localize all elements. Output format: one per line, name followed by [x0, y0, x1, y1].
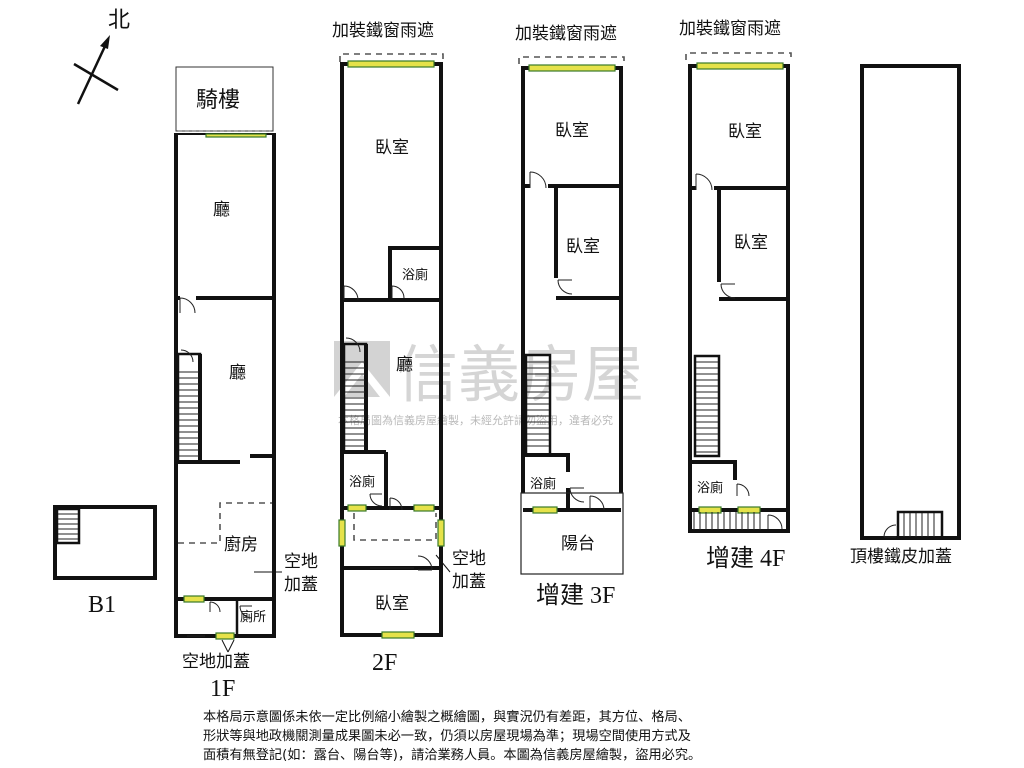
2f-bath-upper-walls — [388, 246, 441, 298]
3f-bath-walls — [523, 453, 570, 472]
4f-bath-door-icon — [736, 483, 750, 497]
4f-rear-stair-icon — [693, 512, 761, 530]
1f-toilet-label: 廁所 — [240, 609, 266, 625]
3f-balcony-door-icon — [589, 495, 605, 511]
b1-outline — [53, 505, 157, 580]
2f-front-window — [347, 60, 435, 68]
2f-hall-label: 廳 — [396, 355, 413, 375]
4f-rear-window-left — [698, 506, 722, 514]
2f-stair-door-icon — [345, 337, 361, 353]
4f-rear-door-icon — [767, 514, 783, 530]
roof-stair-frame — [896, 510, 944, 540]
4f-rear-window-right — [737, 506, 761, 514]
1f-arcade-label: 騎樓 — [196, 88, 240, 113]
3f-stair-icon — [527, 361, 549, 447]
1f-hall-mid-label: 廳 — [229, 363, 246, 383]
4f-bedroom-mid-label: 臥室 — [734, 233, 768, 253]
1f-rear-door-icon — [209, 601, 221, 613]
2f-side-window-left — [338, 519, 346, 547]
3f-balcony-label: 陽台 — [561, 534, 595, 554]
3f-bedroom-front-label: 臥室 — [555, 121, 589, 141]
1f-kitchen-label: 廚房 — [224, 534, 258, 555]
3f-bath-door-icon — [569, 487, 585, 503]
2f-rear-window-right — [413, 504, 435, 512]
2f-side-window-right — [437, 519, 445, 547]
floor-b1: B1 — [53, 505, 157, 618]
4f-bath-walls — [690, 460, 737, 480]
3f-rear-window — [532, 506, 558, 514]
1f-stair-icon — [179, 371, 199, 457]
4f-bedroom-mid-door-icon — [720, 283, 736, 299]
disclaimer-line-3: 面積有無登記(如：露台、陽台等)，請洽業務人員。本圖為信義房屋繪製，盜用必究。 — [203, 748, 702, 763]
3f-bath-label: 浴廁 — [530, 476, 556, 492]
2f-rear-window-left — [347, 504, 367, 512]
watermark-notice: 本格局圖為信義房屋繪製，未經允許請勿盜用，違者必究 — [338, 413, 613, 427]
roof-stair-icon — [903, 513, 935, 537]
compass-cross-line — [73, 62, 119, 92]
3f-bedroom-front-door-icon — [529, 171, 547, 189]
2f-side-cover-l1: 空地 — [452, 549, 486, 569]
2f-bedroom-door-icon — [343, 285, 359, 301]
floor-2f: 加裝鐵窗雨遮 臥室 浴廁 廳 浴廁 — [332, 21, 486, 676]
1f-toilet-door-icon — [239, 605, 253, 619]
4f-front-window — [696, 62, 784, 70]
4f-stair-frame — [693, 354, 721, 458]
floor-1f: 騎樓 廳 廳 廚房 空地 加蓋 廁所 — [174, 66, 318, 702]
disclaimer-line-1: 本格局示意圖係未依一定比例縮小繪製之概繪圖，與實況仍有差距，其方位、格局、 — [203, 710, 691, 725]
4f-top-note: 加裝鐵窗雨遮 — [679, 19, 781, 39]
1f-floor-label: 1F — [210, 676, 235, 702]
2f-back-window — [381, 631, 415, 639]
1f-rear-cover-label: 空地加蓋 — [182, 652, 250, 672]
2f-bath-door-icon — [391, 285, 405, 299]
3f-bedroom-mid-door-icon — [557, 279, 573, 295]
1f-side-cover-l1: 空地 — [284, 552, 318, 572]
1f-rear-window — [183, 595, 205, 603]
2f-bath-upper-label: 浴廁 — [402, 267, 428, 283]
4f-bedroom-front-door-icon — [695, 173, 713, 191]
3f-front-window — [528, 64, 616, 72]
north-label: 北 — [108, 8, 130, 33]
2f-bath-lower-door-icon — [369, 493, 383, 507]
disclaimer: 本格局示意圖係未依一定比例縮小繪製之概繪圖，與實況仍有差距，其方位、格局、 形狀… — [203, 708, 843, 765]
2f-bath-lower-label: 浴廁 — [349, 474, 375, 490]
2f-top-note: 加裝鐵窗雨遮 — [332, 21, 434, 41]
compass: 北 — [73, 8, 130, 105]
2f-floor-label: 2F — [372, 650, 397, 676]
b1-stair-frame — [55, 507, 81, 545]
1f-hall-front-label: 廳 — [213, 200, 230, 220]
north-arrow-head-icon — [100, 35, 110, 49]
2f-rear-door-icon — [389, 497, 403, 511]
1f-arcade-outline — [175, 66, 274, 132]
2f-stair-icon — [345, 361, 365, 447]
watermark-brand: 信義房屋 — [396, 338, 644, 411]
4f-floor-label: 增建 4F — [706, 545, 785, 572]
watermark: 信義房屋 本格局圖為信義房屋繪製，未經允許請勿盜用，違者必究 — [334, 338, 644, 427]
2f-side-cover-l2: 加蓋 — [452, 572, 486, 592]
2f-bedroom-front-label: 臥室 — [375, 138, 409, 158]
floor-4f: 加裝鐵窗雨遮 臥室 臥室 浴廁 — [679, 19, 792, 572]
floor-3f: 加裝鐵窗雨遮 臥室 臥室 浴廁 陽台 增建 3F — [515, 24, 625, 609]
4f-bath-label: 浴廁 — [697, 480, 723, 496]
floor-roof: 頂樓鐵皮加蓋 — [850, 64, 961, 567]
3f-bedroom-mid-label: 臥室 — [566, 237, 600, 257]
4f-bedroom-front-label: 臥室 — [728, 122, 762, 142]
3f-balcony-outline — [520, 492, 624, 575]
3f-top-note: 加裝鐵窗雨遮 — [515, 24, 617, 44]
3f-floor-label: 增建 3F — [536, 582, 615, 609]
4f-stair-icon — [696, 361, 718, 453]
roof-floor-label: 頂樓鐵皮加蓋 — [850, 547, 952, 567]
b1-floor-label: B1 — [88, 592, 116, 618]
1f-stair-door-icon — [180, 349, 194, 363]
b1-stair-icon — [58, 513, 78, 540]
2f-bedroom-rear-label: 臥室 — [375, 594, 409, 614]
1f-front-window — [205, 133, 267, 138]
1f-back-window — [215, 632, 235, 640]
disclaimer-line-2: 形狀等與地政機關測量成果圖未必一致，仍須以房屋現場為準；現場空間使用方式及 — [203, 729, 691, 744]
1f-side-cover-l2: 加蓋 — [284, 575, 318, 595]
roof-outer-walls — [860, 64, 961, 540]
roof-door-icon — [883, 524, 897, 538]
1f-hall-door-icon — [179, 297, 196, 314]
2f-bedroom-rear-door-icon — [417, 555, 433, 571]
